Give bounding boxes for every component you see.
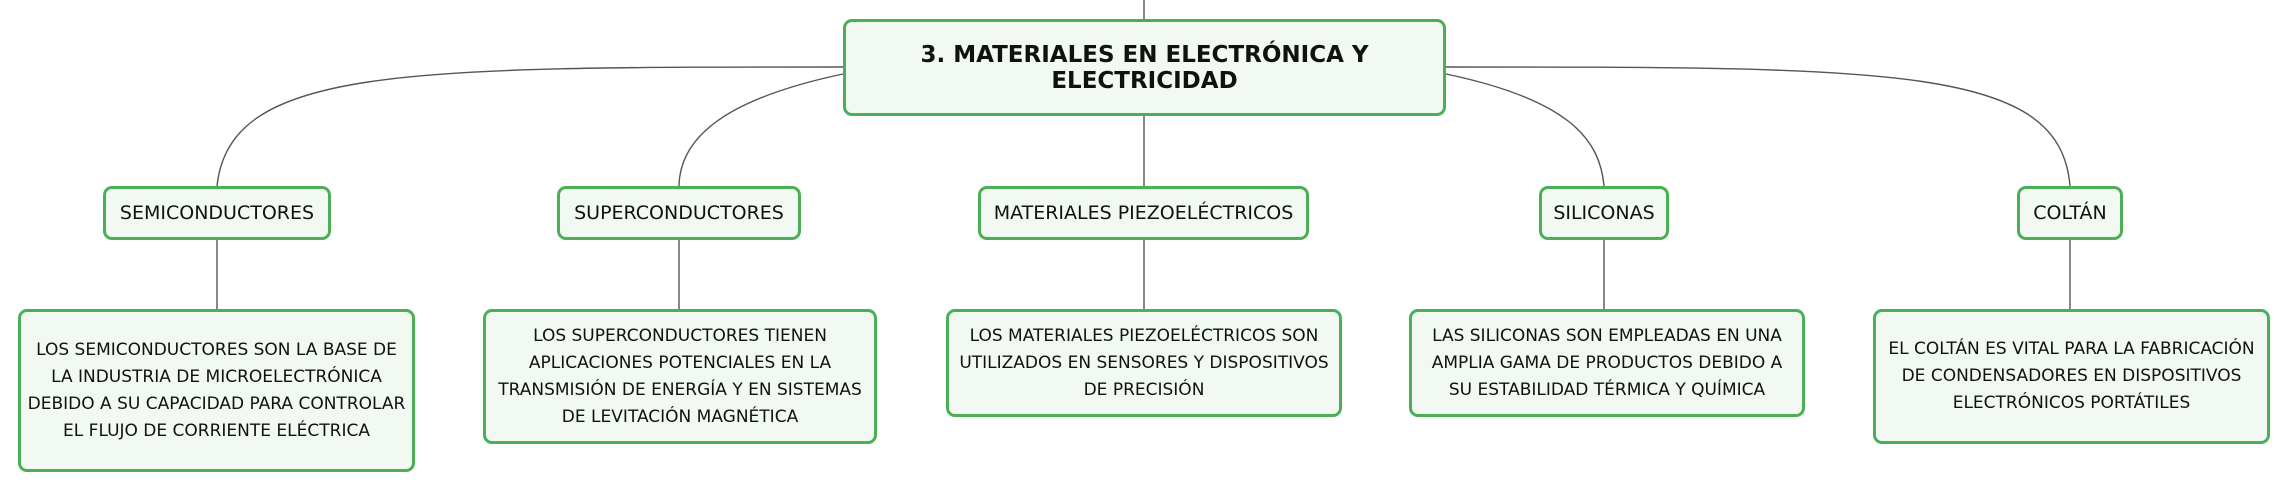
category-semiconductores[interactable]: SEMICONDUCTORES	[103, 186, 331, 240]
category-coltan[interactable]: COLTÁN	[2017, 186, 2123, 240]
connector-root-coltan	[1445, 66, 2071, 187]
description-materiales-piezoelectricos[interactable]: LOS MATERIALES PIEZOELÉCTRICOS SON UTILI…	[946, 309, 1342, 417]
description-coltan[interactable]: EL COLTÁN ES VITAL PARA LA FABRICACIÓN D…	[1873, 309, 2270, 444]
root-node[interactable]: 3. MATERIALES EN ELECTRÓNICA Y ELECTRICI…	[843, 19, 1446, 116]
connector-root-siliconas	[1445, 73, 1605, 187]
description-superconductores[interactable]: LOS SUPERCONDUCTORES TIENEN APLICACIONES…	[483, 309, 877, 444]
connector-root-semiconductores	[216, 66, 844, 187]
category-superconductores[interactable]: SUPERCONDUCTORES	[557, 186, 801, 240]
description-semiconductores[interactable]: LOS SEMICONDUCTORES SON LA BASE DE LA IN…	[18, 309, 415, 472]
category-materiales-piezoelectricos[interactable]: MATERIALES PIEZOELÉCTRICOS	[978, 186, 1309, 240]
description-siliconas[interactable]: LAS SILICONAS SON EMPLEADAS EN UNA AMPLI…	[1409, 309, 1805, 417]
category-siliconas[interactable]: SILICONAS	[1539, 186, 1669, 240]
connector-root-superconductores	[678, 73, 844, 187]
